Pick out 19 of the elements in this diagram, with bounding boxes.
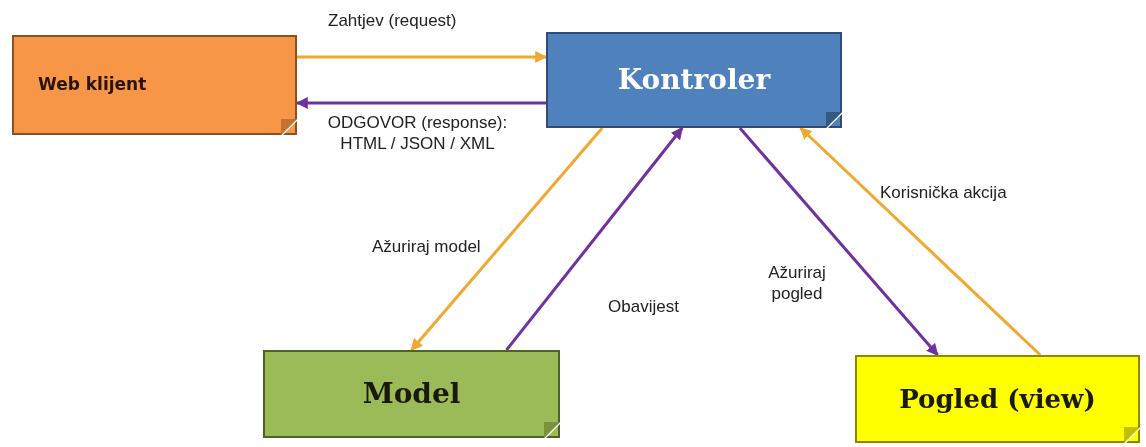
edge-label: Obavijest xyxy=(608,296,679,318)
note-box xyxy=(12,35,297,135)
arrow xyxy=(799,126,1042,357)
arrow xyxy=(738,127,939,356)
edge-label: Ažuriraj pogled xyxy=(767,262,827,305)
node-label: Kontroler xyxy=(617,62,771,98)
node-label: Pogled (view) xyxy=(899,382,1096,416)
arrow xyxy=(505,127,684,351)
node-label: Web klijent xyxy=(38,73,147,97)
arrow xyxy=(410,127,604,351)
note-box xyxy=(855,355,1140,443)
edge-label: Korisnička akcija xyxy=(880,182,1007,204)
edge-label: ODGOVOR (response): HTML / JSON / XML xyxy=(326,112,509,155)
edge-label: Ažuriraj model xyxy=(372,236,481,258)
arrow xyxy=(297,50,548,63)
note-box xyxy=(263,350,560,438)
edge-label: Zahtjev (request) xyxy=(328,10,457,32)
note-box xyxy=(546,32,842,128)
node-label: Model xyxy=(362,376,461,412)
